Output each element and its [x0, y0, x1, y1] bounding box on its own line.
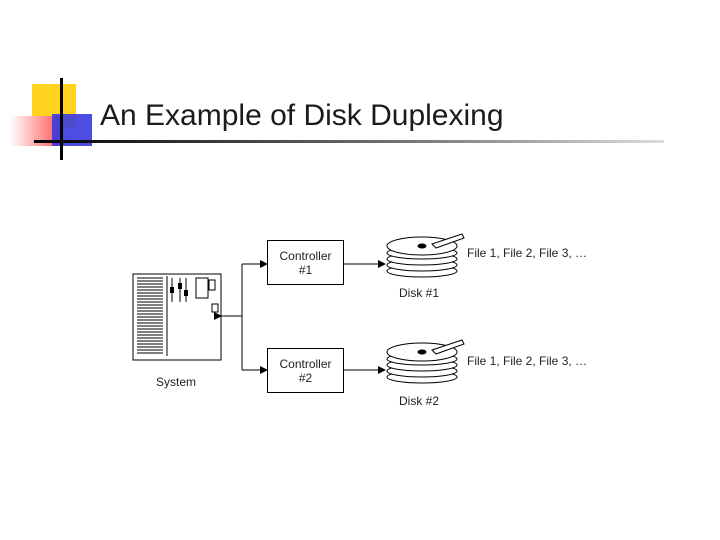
system-label: System	[156, 375, 197, 389]
disk-1-files-label: File 1, File 2, File 3, …	[467, 246, 588, 260]
disk-1-label: Disk #1	[399, 286, 440, 300]
title-vertical-line	[60, 78, 63, 160]
controller-2-line1: Controller	[279, 357, 332, 371]
page-title: An Example of Disk Duplexing	[100, 99, 504, 132]
controller-2-box: Controller #2	[267, 348, 344, 393]
connector-lines	[214, 260, 386, 374]
controller-2-line2: #2	[298, 371, 313, 385]
title-underline	[34, 140, 664, 143]
controller-1-box: Controller #1	[267, 240, 344, 285]
disk-2-icon	[386, 339, 465, 384]
disk-1-icon	[386, 233, 465, 278]
system-computer-icon	[132, 273, 222, 361]
controller-1-line2: #1	[298, 263, 313, 277]
disk-2-label: Disk #2	[399, 394, 440, 408]
disk-2-files-label: File 1, File 2, File 3, …	[467, 354, 588, 368]
controller-1-line1: Controller	[279, 249, 332, 263]
